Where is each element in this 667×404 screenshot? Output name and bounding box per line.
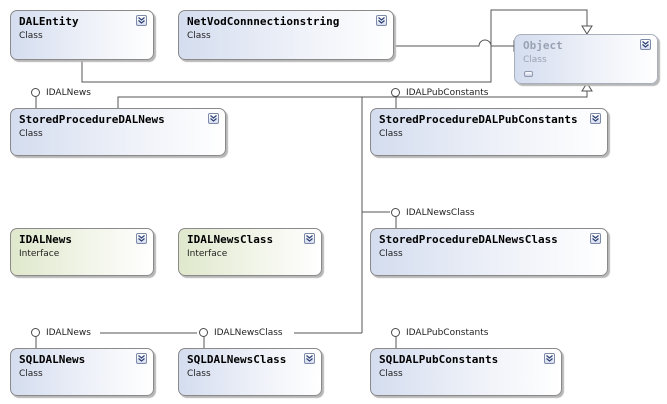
interface-name: IDALNews [19,233,72,246]
class-name: DALEntity [19,15,79,28]
interface-lollipop-icon [31,328,40,337]
chevron-double-down-icon[interactable] [544,353,555,364]
chevron-double-down-icon[interactable] [136,15,147,26]
compartment-icon [524,71,533,77]
class-stereotype: Class [19,129,43,139]
class-name: StoredProcedureDALNews [19,113,165,126]
interface-lollipop-icon [199,328,208,337]
class-stereotype: Class [187,369,211,379]
inheritance-arrow-icon [581,25,593,35]
lollipop-label-sql-dalpubconstants: IDALPubConstants [406,328,489,338]
inheritance-arrow-icon [581,82,593,92]
interface-lollipop-icon [31,88,40,97]
class-shape-sqldalpubconstants[interactable]: SQLDALPubConstants Class [370,348,562,396]
chevron-double-down-icon[interactable] [304,233,315,244]
interface-stereotype: Interface [187,249,228,259]
class-name: StoredProcedureDALNewsClass [379,233,558,246]
class-stereotype: Class [379,129,403,139]
chevron-double-down-icon[interactable] [376,15,387,26]
chevron-double-down-icon[interactable] [208,113,219,124]
lollipop-label-sp-dalnews: IDALNews [46,88,91,98]
class-shape-sqldalnewsclass[interactable]: SQLDALNewsClass Class [178,348,322,396]
chevron-double-down-icon[interactable] [136,233,147,244]
lollipop-label-sp-dalnewsclass: IDALNewsClass [406,208,475,218]
chevron-double-down-icon[interactable] [136,353,147,364]
class-shape-storedproceduredalnewsclass[interactable]: StoredProcedureDALNewsClass Class [370,228,608,276]
lollipop-label-sql-dalnewsclass: IDALNewsClass [214,328,283,338]
chevron-double-down-icon[interactable] [590,233,601,244]
class-shape-dalentity[interactable]: DALEntity Class [10,10,154,60]
chevron-double-down-icon[interactable] [304,353,315,364]
inheritance-line-bus [361,91,588,330]
class-shape-object[interactable]: Object Class [514,34,658,84]
class-shape-sqldalnews[interactable]: SQLDALNews Class [10,348,154,396]
chevron-double-down-icon[interactable] [640,39,651,50]
interface-shape-idalnews[interactable]: IDALNews Interface [10,228,154,276]
chevron-double-down-icon[interactable] [590,113,601,124]
lollipop-label-sp-dalpubconstants: IDALPubConstants [406,88,489,98]
interface-stereotype: Interface [19,249,60,259]
interface-lollipop-icon [391,328,400,337]
class-name: StoredProcedureDALPubConstants [379,113,578,126]
class-stereotype: Class [379,249,403,259]
lollipop-label-sql-dalnews: IDALNews [46,328,91,338]
class-stereotype: Class [19,369,43,379]
interface-name: IDALNewsClass [187,233,274,246]
class-name: SQLDALNewsClass [187,353,287,366]
inheritance-line-sp-dalnews [117,96,362,108]
class-name: NetVodConnnectionstring [187,15,340,28]
class-name: SQLDALNews [19,353,86,366]
class-stereotype: Class [523,55,547,65]
class-stereotype: Class [19,31,43,41]
interface-lollipop-icon [391,88,400,97]
class-shape-storedproceduredalpubconstants[interactable]: StoredProcedureDALPubConstants Class [370,108,608,156]
class-name: SQLDALPubConstants [379,353,499,366]
class-shape-netvodconnnectionstring[interactable]: NetVodConnnectionstring Class [178,10,394,60]
interface-shape-idalnewsclass[interactable]: IDALNewsClass Interface [178,228,322,276]
class-name: Object [523,39,563,52]
class-stereotype: Class [379,369,403,379]
class-shape-storedproceduredalnews[interactable]: StoredProcedureDALNews Class [10,108,226,156]
inheritance-line-netvod [325,39,514,47]
class-stereotype: Class [187,31,211,41]
interface-lollipop-icon [391,208,400,217]
